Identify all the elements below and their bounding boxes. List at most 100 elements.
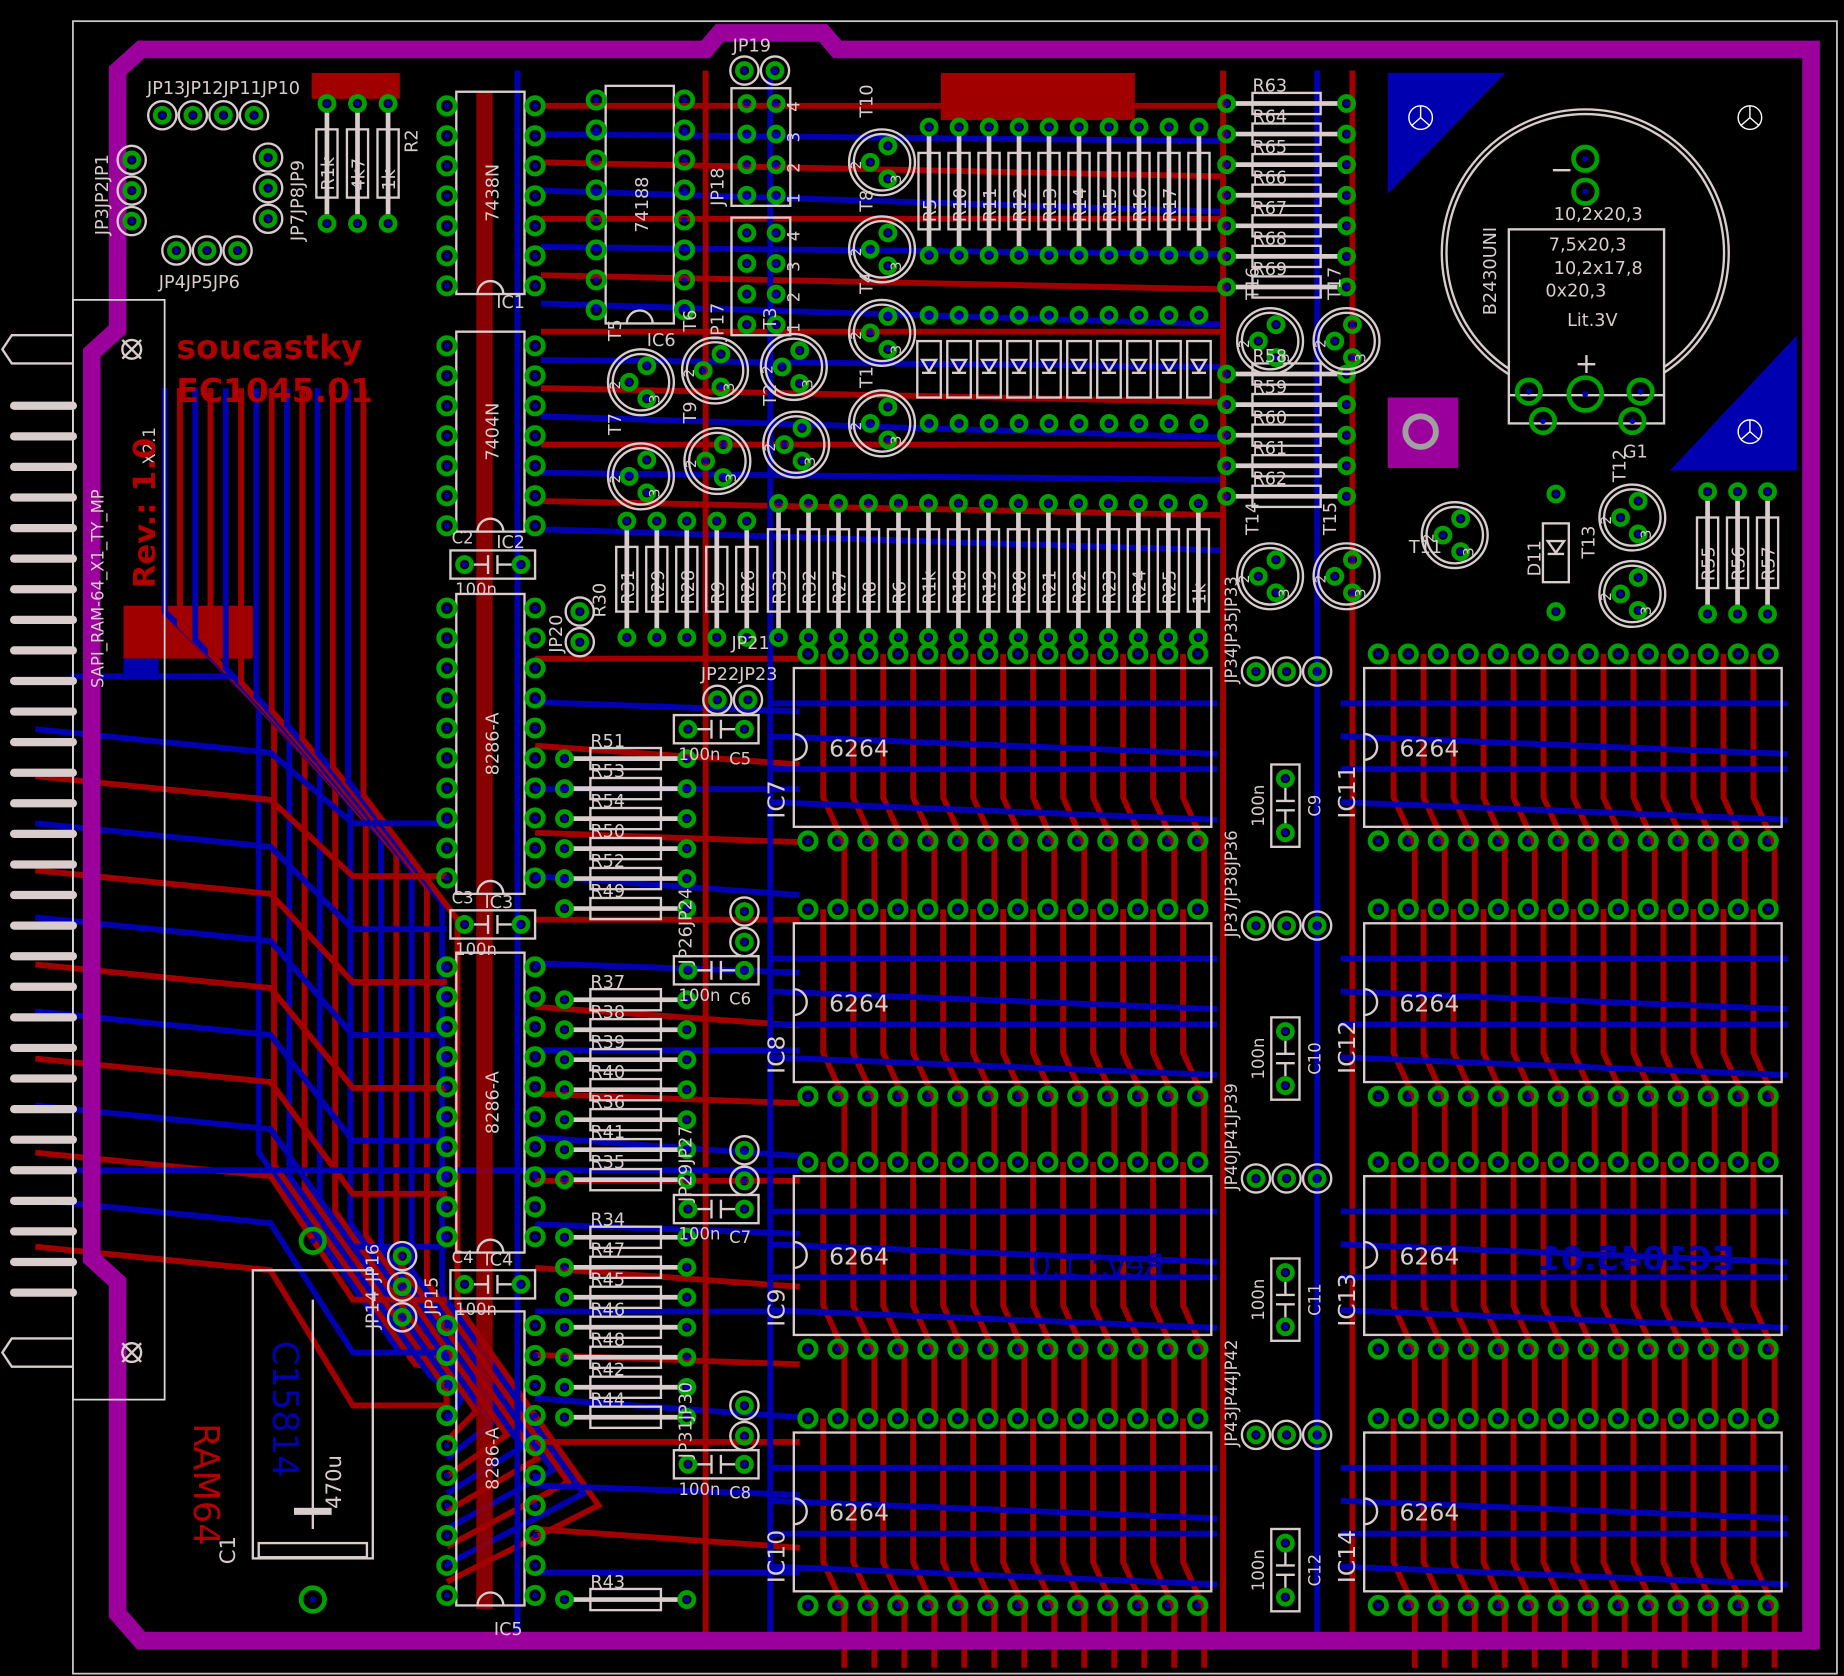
resistor-body [645,545,669,613]
ic-pin [585,299,607,321]
drill [683,1264,690,1271]
ic-pin [436,1524,458,1547]
top-trace [1180,653,1208,904]
drill [626,379,633,386]
fiducial-icon [1740,105,1760,127]
ic-pin [1517,830,1539,852]
resistor-pad [979,628,998,647]
drill [1585,1346,1592,1352]
top-trace [910,1162,938,1412]
resistor-body [589,836,663,861]
jumper-pin [392,1246,412,1266]
drill [189,112,196,119]
drill [954,1415,961,1422]
ic-pin [1517,1338,1539,1360]
drill [1135,500,1142,507]
capacitor-symbol-icon [294,1507,332,1515]
drill [924,650,931,657]
drill [924,1346,931,1352]
bottom-trace [770,1497,1218,1522]
cap-pad [678,1454,698,1474]
resistor-pad [889,628,908,647]
top-trace [1630,653,1658,904]
drill [128,187,135,194]
transistor-outline [1598,483,1667,552]
drill [1705,650,1712,657]
top-trace [1000,909,1028,1159]
c1-pad [298,1226,327,1255]
resistor-pad [1337,94,1356,113]
drill [1582,155,1589,162]
drill [265,154,272,161]
drill [532,963,539,970]
drill [1525,906,1532,913]
ic-pin [1067,898,1089,920]
ic-pin [857,830,879,852]
capacitor-symbol-icon [697,1199,736,1219]
drill [804,1415,811,1422]
drill [1074,838,1081,844]
ic-pin [1757,1085,1779,1107]
ic-pin [1367,898,1389,920]
resistor-label: 1k [380,168,400,190]
drill [1645,838,1652,844]
pad [737,124,757,144]
drill [834,838,841,844]
ic-pin [436,627,458,649]
transistor-pin [1325,331,1345,351]
drill [1104,906,1111,913]
drill [532,1053,539,1060]
drill [1405,1602,1412,1609]
jumper-label: JP15 [422,1277,442,1316]
transistor-pin [619,372,639,392]
drill [443,1382,450,1389]
mount-cross-icon [121,338,143,360]
ic-pin [436,717,458,739]
drill [683,1324,690,1331]
resistor-label: R27 [831,570,851,605]
drill [1539,418,1546,424]
drill [443,1143,450,1150]
ic-pin [436,95,458,117]
drill [1645,1346,1652,1352]
drill [1223,462,1230,469]
battery-ref: G1 [1623,443,1648,463]
drill [986,124,992,130]
drill [926,124,932,130]
resistor-pad [1217,456,1236,476]
cap-pad [678,960,698,980]
drill [1165,500,1172,507]
capacitor-ref: C2 [452,528,474,547]
capacitor-value: 100n [679,986,721,1005]
drill [1044,838,1051,844]
top-trace [1570,653,1598,904]
drill [683,845,690,852]
transistor-outline [852,394,912,453]
ic-pin [857,1407,879,1430]
drill [1343,131,1350,138]
top-trace [970,1418,998,1668]
drill [532,1083,539,1090]
transistor-ref: T8 [858,190,878,213]
ic-pin [436,657,458,679]
top-trace [1150,1162,1178,1412]
drill [834,906,841,913]
resistor-pad [317,94,337,113]
resistor-body [1187,151,1211,231]
capacitor-value: 100n [455,940,497,959]
resistor-pad [1069,245,1089,265]
drill [804,1159,811,1165]
top-trace [1090,1418,1118,1668]
drill [443,1472,450,1479]
drill [683,1354,690,1361]
cap-pad [735,719,754,739]
capacitor-outline [672,1193,760,1225]
ic-pin [947,1151,969,1173]
resistor-pad [1189,245,1209,265]
drill [443,993,450,1000]
capacitor-outline [1270,1257,1301,1342]
diode-symbol-icon [1129,358,1149,375]
jumper-outline [177,99,209,131]
jumper-outline [729,1390,760,1421]
transistor-pin [860,414,880,433]
